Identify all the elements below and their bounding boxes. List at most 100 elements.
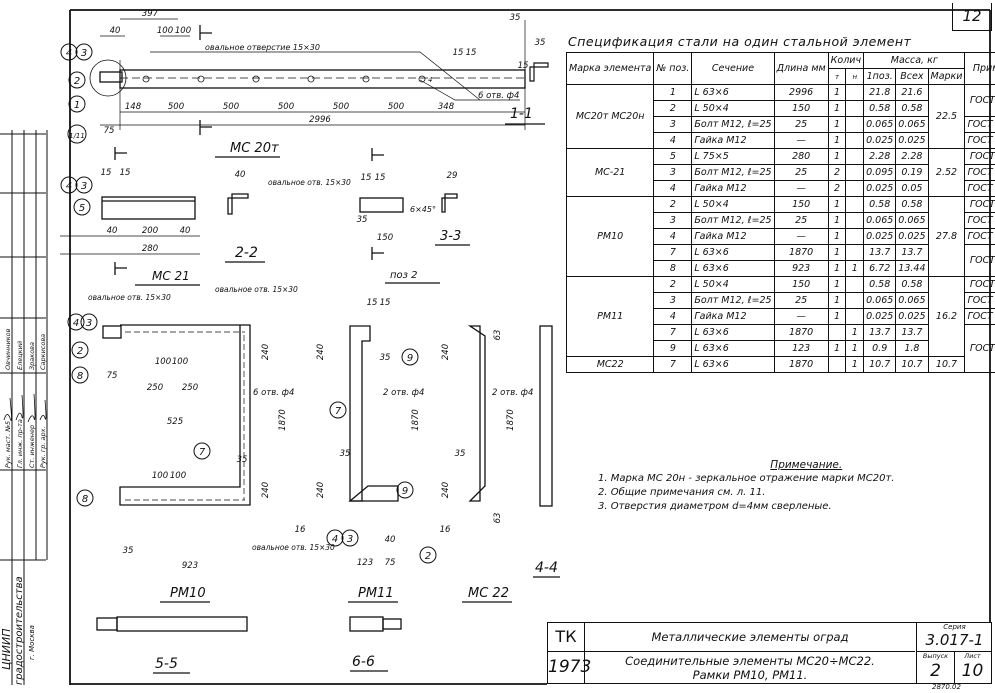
- spec-cell-length: 150: [773, 100, 829, 117]
- col-length: Длина мм: [773, 52, 829, 85]
- spec-cell-mmark: 27.8: [927, 196, 966, 277]
- spec-cell-m1: 0.095: [863, 164, 897, 181]
- spec-cell-n: [845, 180, 865, 197]
- spec-cell-m1: 0.025: [863, 228, 897, 245]
- callout: 4: [66, 181, 72, 192]
- dim: 500: [278, 102, 294, 112]
- spec-cell-length: 1870: [773, 324, 829, 341]
- dim: 75: [107, 371, 118, 381]
- mc22-angle-profile: [467, 325, 486, 502]
- spec-cell-mall: 13.7: [895, 324, 929, 341]
- col-mass-mark: Марки: [927, 68, 966, 85]
- side-name-2: Елецкий: [16, 341, 24, 370]
- spec-cell-note: ГОСТ 5915-70*: [964, 308, 995, 325]
- spec-cell-mall: 0.065: [895, 292, 929, 309]
- spec-cell-t: 1: [827, 308, 847, 325]
- dim: 240: [261, 344, 271, 360]
- spec-cell-pos: 4: [653, 132, 693, 149]
- spec-cell-n: [845, 164, 865, 181]
- oval-hole-label-2: овальное отв. 15×30: [268, 178, 351, 187]
- oval-hole-label-4: овальное отв. 15×30: [88, 293, 171, 302]
- spec-cell-m1: 21.8: [863, 84, 897, 101]
- dim: 40: [235, 170, 246, 180]
- dim: 240: [441, 344, 451, 360]
- spec-cell-t: 2: [827, 164, 847, 181]
- dim: 15: [453, 48, 464, 58]
- spec-cell-t: 1: [827, 292, 847, 309]
- col-mark: Марка элемента: [565, 52, 655, 85]
- spec-cell-length: 2996: [773, 84, 829, 101]
- side-role-4: Рук. гр. арх.: [39, 426, 47, 468]
- spec-cell-mall: 10.7: [895, 356, 929, 373]
- spec-cell-pos: 4: [653, 180, 693, 197]
- spec-cell-m1: 6.72: [863, 260, 897, 277]
- callout: 1/11: [69, 132, 85, 140]
- spec-cell-n: [845, 148, 865, 165]
- sec66-profile: [349, 616, 384, 632]
- spec-cell-mark: МС-21: [565, 148, 655, 197]
- spec-cell-section: L 50×4: [691, 100, 775, 117]
- dim: 923: [182, 561, 198, 571]
- col-notes: Примечания: [964, 52, 995, 85]
- rm10-frame: [119, 324, 251, 506]
- spec-cell-pos: 3: [653, 292, 693, 309]
- spec-cell-n: 1: [845, 356, 865, 373]
- spec-cell-mall: 0.025: [895, 132, 929, 149]
- spec-cell-length: 25: [773, 292, 829, 309]
- dim: 500: [223, 102, 239, 112]
- sheet-cell: Лист 10: [954, 652, 991, 683]
- dim: 1870: [506, 409, 516, 431]
- spec-cell-length: 123: [773, 340, 829, 357]
- title-main: Металлические элементы оград: [585, 623, 915, 652]
- title-sub-1: Соединительные элементы МС20÷МС22.: [625, 654, 875, 668]
- spec-cell-pos: 7: [653, 244, 693, 261]
- dim: 35: [123, 546, 134, 556]
- mc20-label: МС 20т: [230, 141, 279, 156]
- oval-hole-label: овальное отверстие 15×30: [205, 43, 320, 52]
- spec-cell-pos: 2: [653, 276, 693, 293]
- col-mass-all: Всех: [895, 68, 929, 85]
- dim: 100: [170, 471, 186, 481]
- spec-cell-m1: 0.065: [863, 212, 897, 229]
- spec-cell-n: [845, 276, 865, 293]
- spec-cell-section: Гайка М12: [691, 228, 775, 245]
- dim: 35: [357, 215, 368, 225]
- spec-cell-m1: 0.025: [863, 180, 897, 197]
- spec-cell-t: 1: [827, 212, 847, 229]
- spec-cell-n: [845, 100, 865, 117]
- spec-cell-t: 1: [827, 132, 847, 149]
- spec-cell-t: 1: [827, 116, 847, 133]
- pos2-label: поз 2: [390, 270, 418, 281]
- spec-cell-note: ГОСТ 8509-72: [964, 324, 995, 373]
- spec-cell-pos: 1: [653, 84, 693, 101]
- spec-cell-section: L 63×6: [691, 324, 775, 341]
- spec-cell-section: L 63×6: [691, 340, 775, 357]
- spec-cell-t: 1: [827, 228, 847, 245]
- spec-cell-n: [845, 196, 865, 213]
- note-item: 3. Отверстия диаметром d=4мм сверленые.: [598, 501, 832, 512]
- dim: 240: [316, 344, 326, 360]
- callout: 2: [74, 76, 80, 87]
- spec-cell-t: [827, 356, 847, 373]
- callout: 4: [332, 534, 338, 545]
- side-city: г. Москва: [28, 625, 36, 660]
- spec-cell-mmark: 16.2: [927, 276, 966, 357]
- pos2-angle-profile: [359, 197, 404, 213]
- spec-cell-pos: 5: [653, 148, 693, 165]
- spec-cell-note: ГОСТ 7798-70*: [964, 212, 995, 229]
- spec-cell-length: 1870: [773, 356, 829, 373]
- dim: 15: [375, 173, 386, 183]
- spec-cell-pos: 2: [653, 196, 693, 213]
- spec-cell-length: 25: [773, 116, 829, 133]
- spec-cell-t: 1: [827, 276, 847, 293]
- dim: 100: [172, 357, 188, 367]
- spec-cell-section: Болт М12, ℓ=25: [691, 116, 775, 133]
- callout: 7: [335, 406, 342, 417]
- spec-cell-m1: 0.58: [863, 100, 897, 117]
- spec-cell-t: 1: [827, 340, 847, 357]
